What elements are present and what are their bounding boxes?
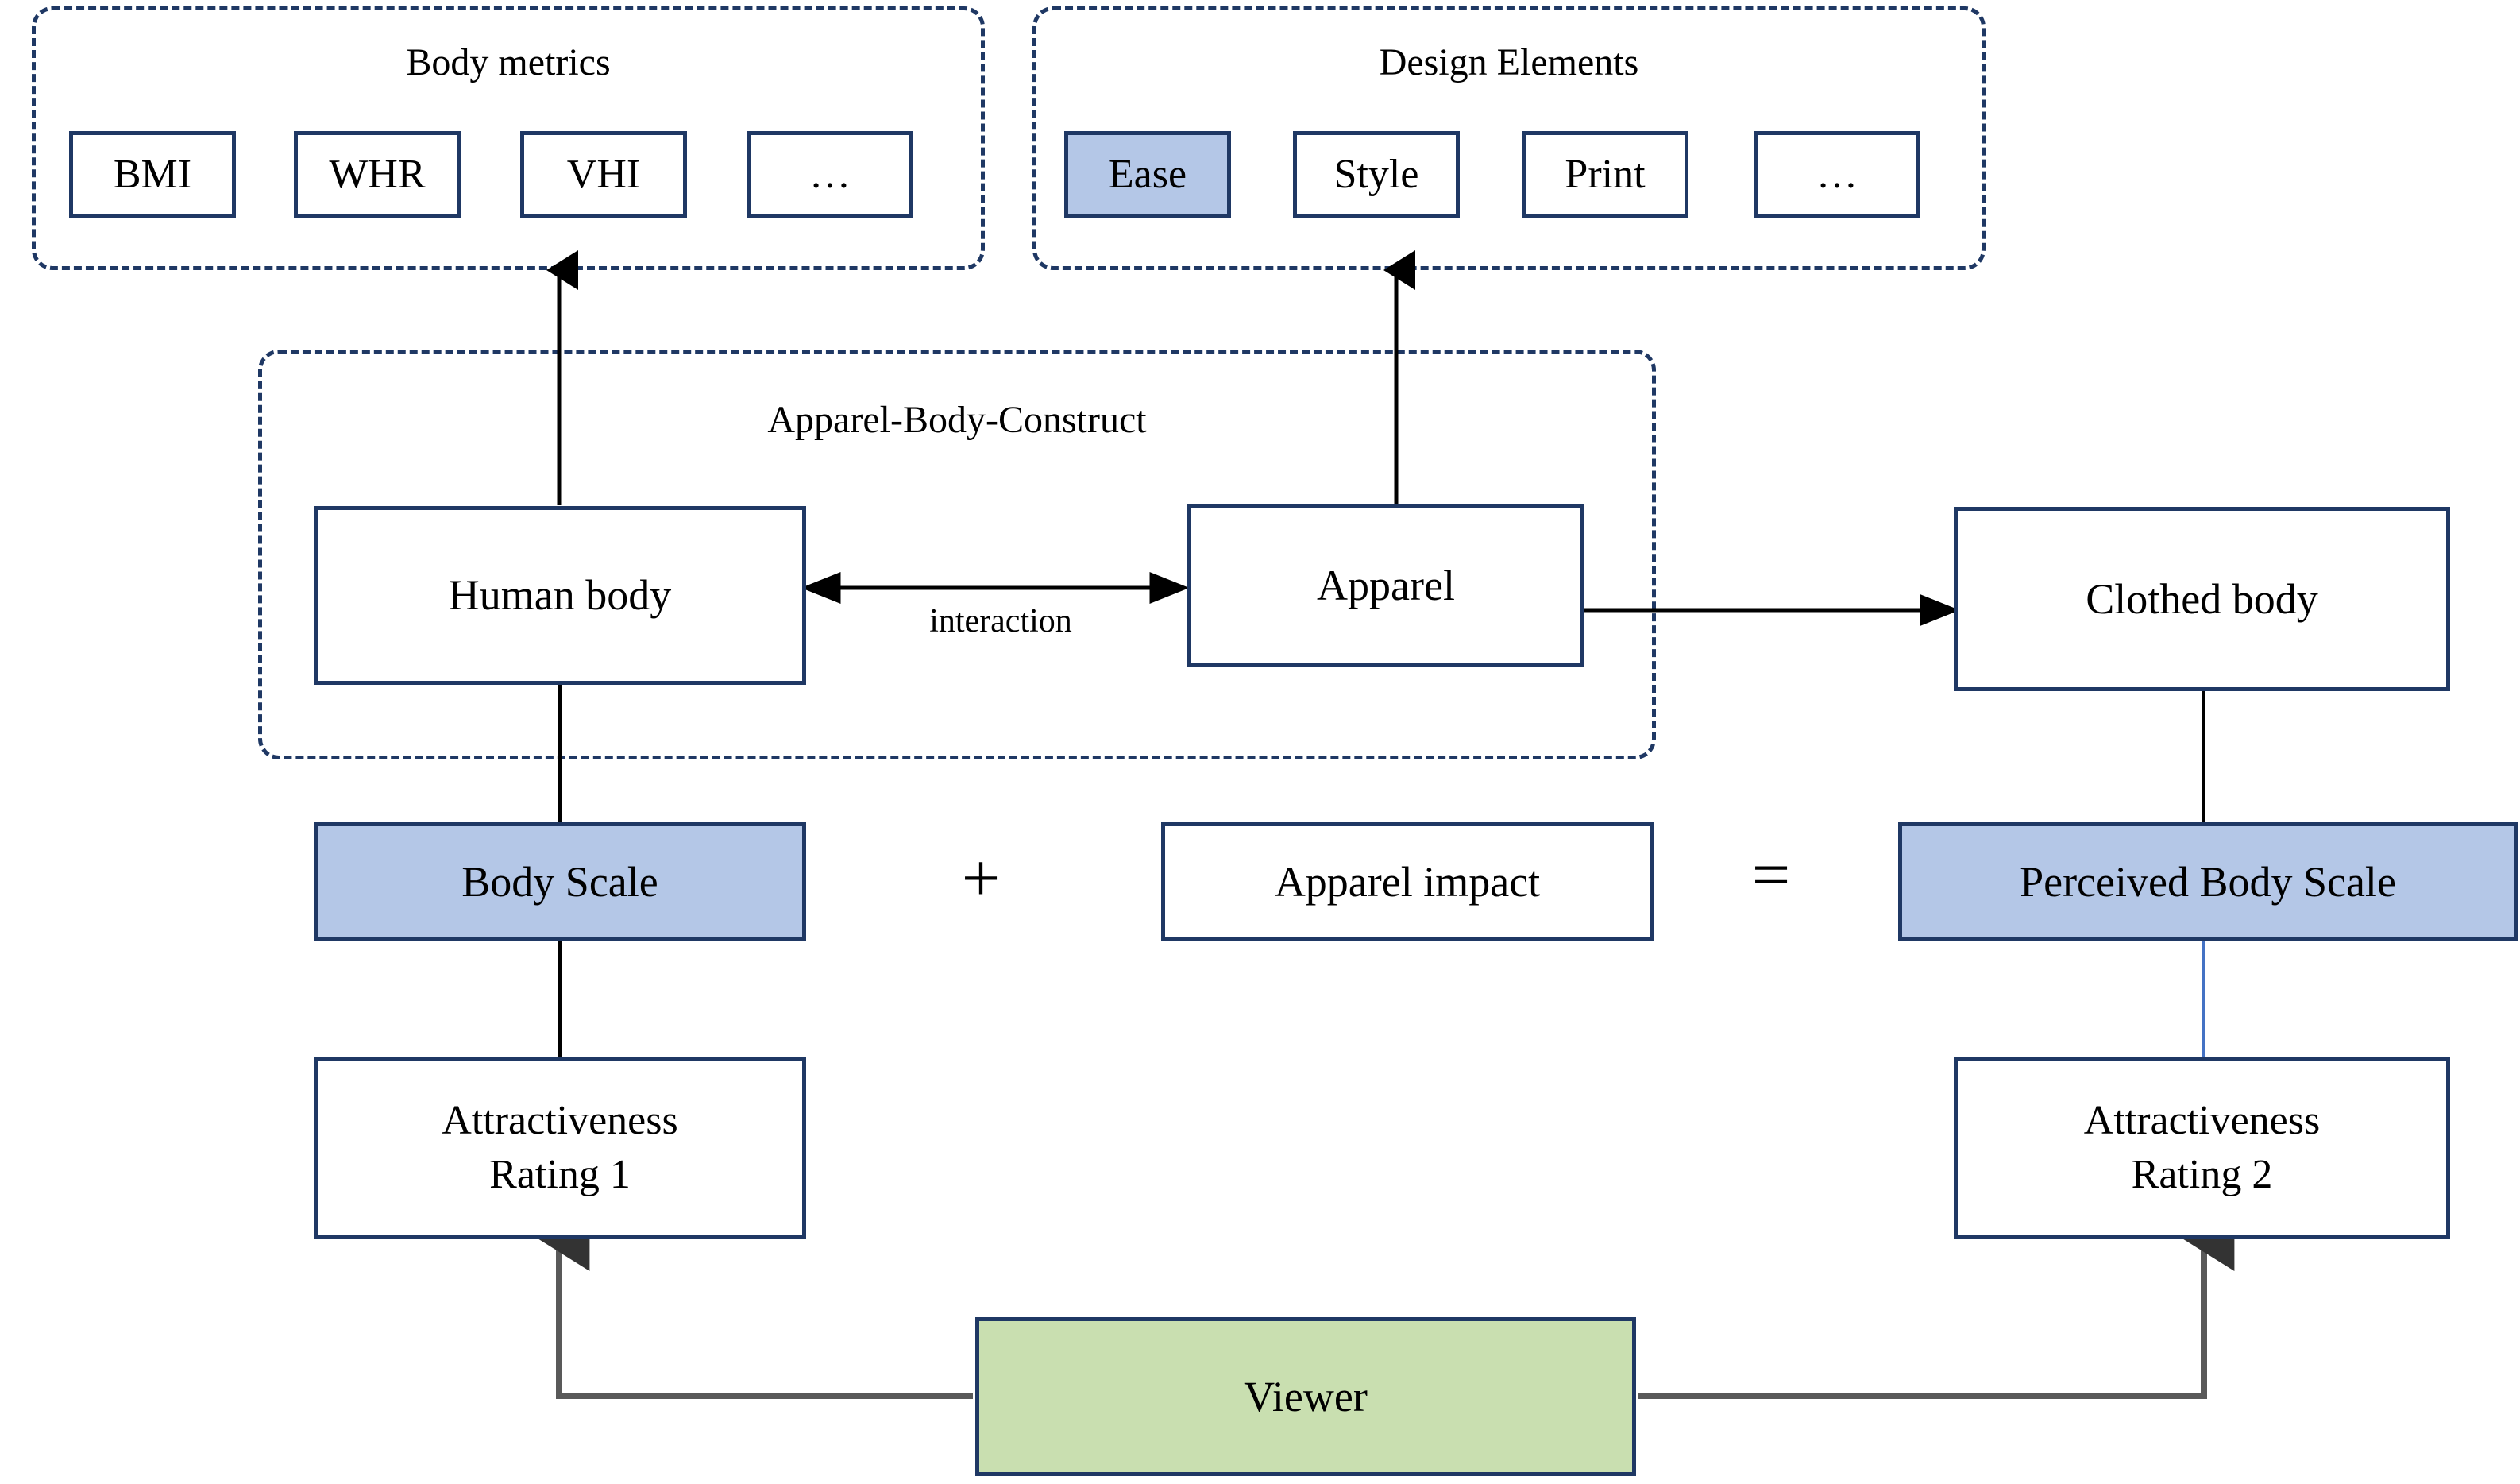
design-elements-title: Design Elements — [1379, 41, 1639, 83]
body-metrics-group: Body metrics — [32, 6, 985, 270]
perceived-body-scale-label: Perceived Body Scale — [2020, 857, 2396, 906]
equals-operator: = — [1751, 837, 1791, 913]
design-box-style[interactable]: Style — [1293, 131, 1460, 218]
attractiveness-rating-1-line1: Attractiveness — [442, 1098, 678, 1144]
body-scale-label: Body Scale — [461, 857, 658, 906]
connector-clothedbody-to-perceivedscale — [2202, 690, 2205, 823]
design-label-style: Style — [1333, 152, 1419, 198]
perceived-body-scale-box[interactable]: Perceived Body Scale — [1898, 822, 2518, 941]
attractiveness-rating-2-line2: Rating 2 — [2131, 1152, 2273, 1197]
arrow-viewer-to-rating2 — [1638, 1208, 2235, 1399]
metric-box-vhi[interactable]: VHI — [520, 131, 687, 218]
design-box-print[interactable]: Print — [1522, 131, 1688, 218]
plus-operator: + — [961, 840, 1001, 916]
apparel-impact-box[interactable]: Apparel impact — [1161, 822, 1654, 941]
viewer-box[interactable]: Viewer — [975, 1317, 1636, 1476]
clothed-body-label: Clothed body — [2086, 574, 2318, 623]
metric-box-more[interactable]: … — [747, 131, 913, 218]
design-box-more[interactable]: … — [1754, 131, 1920, 218]
connector-bodyscale-to-rating1 — [558, 940, 562, 1057]
design-label-ease: Ease — [1108, 152, 1187, 198]
design-elements-group: Design Elements — [1032, 6, 1986, 270]
clothed-body-box[interactable]: Clothed body — [1954, 507, 2450, 691]
design-box-ease[interactable]: Ease — [1064, 131, 1231, 218]
human-body-box[interactable]: Human body — [314, 506, 806, 685]
apparel-label: Apparel — [1317, 562, 1455, 610]
metric-box-bmi[interactable]: BMI — [69, 131, 236, 218]
attractiveness-rating-1-box[interactable]: Attractiveness Rating 1 — [314, 1057, 806, 1239]
metric-label-vhi: VHI — [566, 152, 641, 198]
interaction-label: interaction — [929, 603, 1072, 640]
attractiveness-rating-2-line1: Attractiveness — [2083, 1098, 2321, 1144]
metric-box-whr[interactable]: WHR — [294, 131, 461, 218]
attractiveness-rating-2-box[interactable]: Attractiveness Rating 2 — [1954, 1057, 2450, 1239]
connector-humanbody-to-bodyscale — [558, 684, 562, 823]
design-label-print: Print — [1565, 152, 1646, 198]
connector-perceivedscale-to-rating2 — [2202, 940, 2205, 1057]
human-body-label: Human body — [448, 571, 672, 620]
attractiveness-rating-1-line2: Rating 1 — [489, 1152, 631, 1197]
design-label-more: … — [1816, 152, 1858, 198]
apparel-box[interactable]: Apparel — [1187, 504, 1584, 667]
metric-label-more: … — [809, 152, 851, 198]
viewer-label: Viewer — [1244, 1372, 1368, 1420]
apparel-body-construct-title: Apparel-Body-Construct — [767, 399, 1147, 441]
apparel-impact-label: Apparel impact — [1274, 857, 1541, 906]
metric-label-bmi: BMI — [113, 152, 192, 198]
body-scale-box[interactable]: Body Scale — [314, 822, 806, 941]
body-metrics-title: Body metrics — [406, 41, 611, 83]
metric-label-whr: WHR — [329, 152, 426, 198]
arrow-viewer-to-rating1 — [538, 1208, 973, 1399]
apparel-body-construct-group: Apparel-Body-Construct — [258, 350, 1656, 759]
